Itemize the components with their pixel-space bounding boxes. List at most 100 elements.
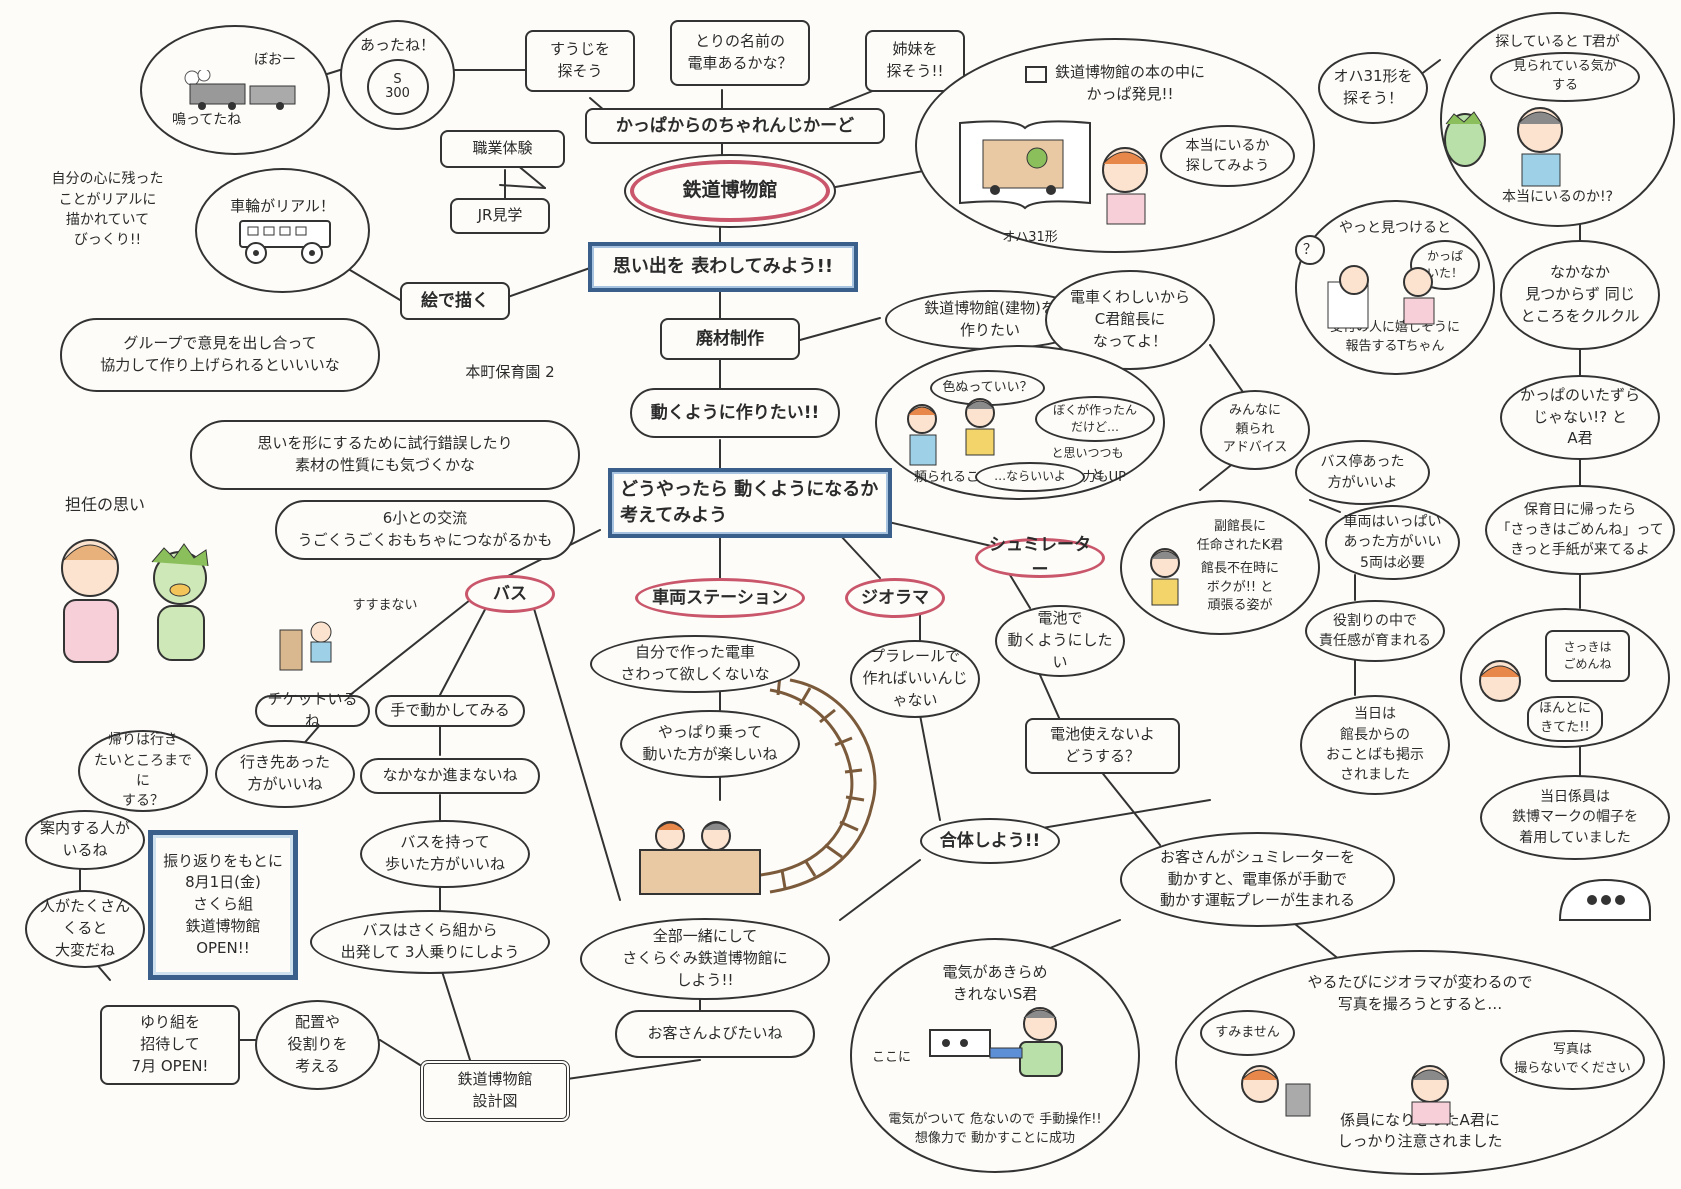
bus-carry-node: バスを持って 歩いた方がいいね [360, 820, 530, 888]
to-text: と [1091, 467, 1105, 483]
sim-play-node: お客さんがシュミレーターを 動かすと、電車係が手動で 動かす運転プレーが生まれる [1120, 832, 1395, 927]
search-bubble: 本当にいるか 探してみよう [1160, 125, 1295, 187]
book-found-text: 鉄道博物館の本の中に かっぱ発見!! [1054, 63, 1205, 103]
advice-node: みんなに 頼られ アドバイス [1200, 390, 1310, 470]
sim-battery-node: 電池で 動くようにしたい [995, 605, 1125, 677]
wheel-text: 車輪がリアル！ [230, 196, 335, 215]
k-kun-illustration [1150, 548, 1180, 606]
bus-destination-node: 行き先あった 方がいいね [215, 740, 355, 808]
sister-train-node: 姉妹を 探そう!! [865, 30, 965, 92]
branch-bus: バス [465, 575, 555, 613]
jr-tour-node: JR見学 [450, 198, 550, 234]
scrap-craft-node: 廃材制作 [660, 318, 800, 360]
school-label: 本町保育園 2 [465, 363, 555, 382]
center-node-railway-museum: 鉄道博物館 [630, 160, 830, 222]
diorama-rail-node: プラレールで 作ればいいんじゃない [850, 640, 980, 718]
bus-ride-node: 帰りは行き たいところまでに する？ [78, 730, 208, 812]
museum-hat-illustration [1558, 878, 1651, 921]
book-kappa-illustration [959, 120, 1091, 210]
photo-kids-illustration [1241, 1065, 1451, 1125]
director-message-node: 当日は 館長からの おことばも掲示 されました [1300, 695, 1450, 795]
branch-diorama: ジオラマ [845, 578, 945, 618]
all-together-node: 全部一緒にして さくらぐみ鉄道博物館に しよう!! [580, 918, 830, 1000]
make-move-node: 動くように作りたい!! [630, 388, 840, 438]
bus-stop-node: バス停あった 方がいいよ [1295, 440, 1430, 505]
not-moving-text: すすまない [352, 597, 418, 613]
combine-node: 合体しよう!! [920, 818, 1060, 864]
group-cooperation-bubble: グループで意見を出し合って 協力して作り上げられるといいいな [60, 318, 380, 392]
prank-node: かっぱのいたずら じゃない!? と A君 [1500, 375, 1660, 460]
heart-comment: 自分の心に残った ことがリアルに 描かれていて びっくり!! [51, 171, 164, 249]
found-text: あったね！ [359, 36, 435, 55]
came-text: ほんとに きてた!! [1526, 696, 1603, 742]
child-pushing-bus-illustration [279, 621, 332, 671]
finally-text: やっと見つけると [1339, 220, 1451, 236]
thinking-text: と思いつつも [1051, 446, 1124, 461]
photo-text: やるたびにジオラマが変わるので 写真を撮ろうとすると… [1307, 973, 1533, 1013]
child-operating-lever-illustration [929, 1007, 1063, 1077]
bus-ticket-node: チケットいるね [255, 690, 370, 730]
kids-riding-train-illustration [639, 821, 761, 895]
photo-no-bubble: 写真は 撮らないでください [1500, 1030, 1645, 1090]
kappa-and-boy-illustration [1444, 107, 1563, 187]
train-whistle-bubble: ぼおー 鳴ってたね [140, 25, 330, 155]
teacher-and-kappa-illustration [61, 539, 209, 663]
found-bubble: あったね！ S 300 [340, 20, 455, 130]
ring-text: 鳴ってたね [172, 112, 242, 128]
bus-guide-node: 案内する人が いるね [25, 810, 145, 870]
station-touch-node: 自分で作った電車 さわって欲しくないな [590, 635, 800, 693]
cannot-find-node: なかなか 見つからず 同じ ところをクルクル [1500, 240, 1660, 350]
exchange-bubble: 6小との交流 うごくうごくおもちゃにつながるかも [275, 500, 575, 560]
photo-sorry-bubble: すみません [1200, 1010, 1295, 1056]
steam-train-illustration [184, 70, 296, 110]
apology-letter: さっきは ごめんね [1545, 630, 1630, 682]
i-made-it-bubble: ぼくが作ったん だけど… [1035, 396, 1155, 442]
kanchou-text: 館長不在時に ボクが!! と 頑張る姿が [1200, 560, 1279, 614]
t-kun-text: 探していると T君が [1495, 34, 1620, 50]
vice-text: 副館長に 任命されたK君 [1196, 519, 1284, 553]
bus-slow-node: なかなか進まないね [360, 758, 540, 794]
vehicles-node: 車両はいっぱい あった方がいい 5両は必要 [1325, 505, 1460, 580]
express-memories-node: 思い出を 表わしてみよう!! [588, 242, 858, 292]
bird-train-node: とりの名前の 電車あるかな？ [670, 20, 810, 86]
electric-lever-text: 電気がついて 危ないので 手動操作!! 想像力で 動かすことに成功 [888, 1112, 1102, 1147]
bus-start-node: バスはさくら組から 出発して 3人乗りにしよう [310, 910, 550, 974]
c-kun-node: 電車くわしいから C君館長に なってよ！ [1045, 270, 1215, 370]
challenge-card-node: かっぱからのちゃれんじかーど [585, 108, 885, 144]
invite-yuri-node: ゆり組を 招待して 7月 OPEN! [100, 1005, 240, 1085]
how-to-move-node: どうやったら 動くようになるか 考えてみよう [608, 468, 892, 538]
job-experience-node: 職業体験 [440, 130, 565, 168]
whistle-text: ぼおー [254, 51, 296, 68]
two-kids-painting-illustration [907, 398, 995, 466]
sim-no-battery-node: 電池使えないよ どうする？ [1025, 718, 1180, 774]
boy-with-letter-illustration [1479, 660, 1521, 702]
station-ride-node: やっぱり乗って 動いた方が楽しいね [620, 710, 800, 778]
find-numbers-node: すうじを 探そう [525, 30, 635, 92]
roles-node: 配置や 役割りを 考える [255, 1000, 380, 1090]
branch-simulator: シュミレーター [975, 535, 1105, 580]
responsibility-node: 役割りの中で 責任感が育まれる [1305, 600, 1445, 662]
bus-hand-node: 手で動かしてみる [375, 695, 525, 727]
s300-sign: S 300 [366, 58, 429, 115]
plan-node: 鉄道博物館 設計図 [420, 1060, 570, 1122]
teacher-thought-label: 担任の思い [64, 495, 145, 515]
bus-crowd-node: 人がたくさん くると 大変だね [25, 890, 145, 968]
hat-node: 当日係員は 鉄博マークの帽子を 着用していました [1480, 775, 1670, 860]
reporting-kids-illustration [1327, 265, 1435, 329]
really-text: 本当にいるのか!? [1501, 188, 1614, 205]
apology-node: 保育日に帰ったら 「さっきはごめんね」って きっと手紙が来てるよ [1485, 485, 1675, 575]
invite-guests-node: お客さんよびたいね [615, 1010, 815, 1058]
boy-pointing-illustration [1102, 147, 1148, 225]
watched-bubble: 見られている気が する [1490, 52, 1640, 102]
question-bubble: ？ [1295, 235, 1325, 265]
oha31-label: オハ31形 [1002, 229, 1058, 245]
book-icon [1024, 66, 1047, 83]
draw-node: 絵で描く [400, 282, 510, 320]
trial-error-bubble: 思いを形にするために試行錯誤したり 素材の性質にも気づくかな [190, 420, 580, 490]
electric-here-text: ここに [872, 1049, 912, 1065]
wheel-bubble: 車輪がリアル！ [195, 168, 370, 293]
book-text: 鉄道博物館の本の中に かっぱ発見!! [1024, 62, 1205, 106]
electric-s-text: 電気があきらめ きれないS君 [942, 963, 1048, 1003]
wheel-car-illustration [238, 220, 331, 265]
open-poster: 振り返りをもとに 8月1日(金) さくら組 鉄道博物館 OPEN!! [148, 830, 298, 980]
